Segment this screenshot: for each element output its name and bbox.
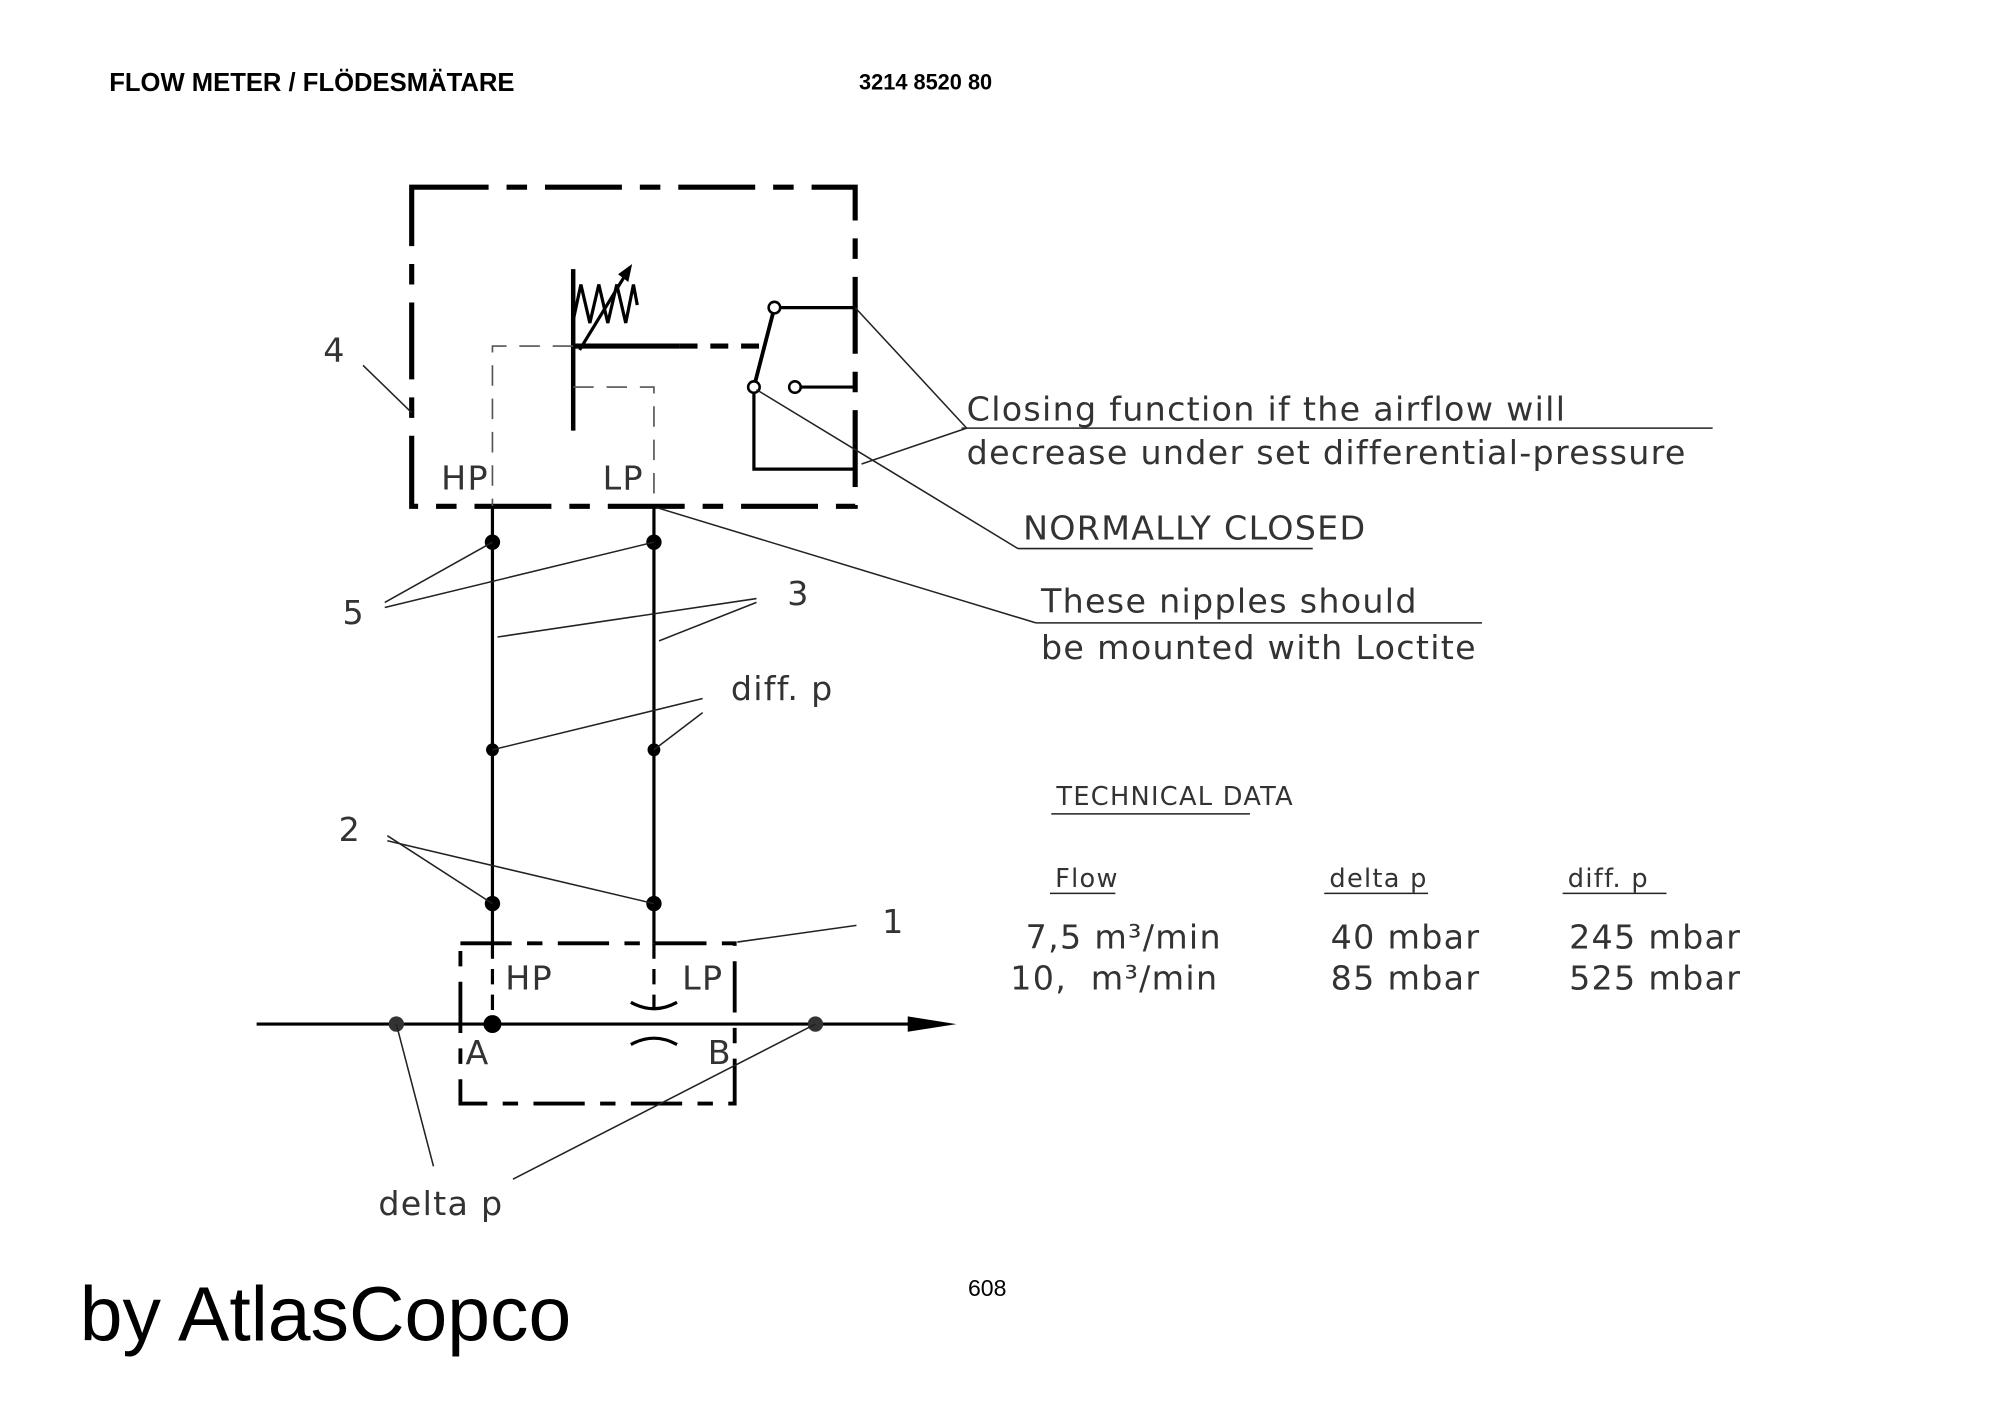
leader-lines [362,307,1713,1180]
header-diff-p: diff. p [1568,864,1649,894]
label-diff-p: diff. p [731,669,834,708]
header-flow: Flow [1055,864,1119,894]
part-number: 3214 8520 80 [859,70,992,95]
technical-data-title: TECHNICAL DATA [1055,782,1294,812]
label-hp-bottom: HP [505,958,553,997]
callout-nipples-1: These nipples should [1040,582,1418,621]
row-1-diff-p: 245 mbar [1569,917,1741,956]
callout-closing-1: Closing function if the airflow will [967,389,1567,428]
pressure-switch-housing [409,184,858,509]
label-item-5: 5 [342,593,364,632]
label-item-2: 2 [339,810,361,849]
row-1-flow: 7,5 m³/min [1026,917,1222,956]
label-port-b: B [708,1033,732,1072]
pressure-lines-internal [491,345,655,507]
label-port-a: A [466,1033,490,1072]
row-2-flow: 10, m³/min [1010,958,1218,997]
switch-contact-symbol [746,300,856,471]
label-delta-p: delta p [378,1184,503,1223]
label-lp-bottom: LP [682,958,723,997]
flow-line [256,1015,957,1034]
technical-data-table: TECHNICAL DATA Flow delta p diff. p 7,5 … [1010,782,1741,998]
row-1-delta-p: 40 mbar [1331,917,1481,956]
header-delta-p: delta p [1329,864,1427,894]
label-item-1: 1 [882,902,904,941]
row-2-delta-p: 85 mbar [1331,958,1481,997]
document-title: FLOW METER / FLÖDESMÄTARE [109,68,514,97]
spring-adjust-symbol [570,264,760,431]
hoses [484,506,662,944]
label-item-3: 3 [787,574,809,613]
label-lp-top: LP [603,459,644,498]
label-hp-top: HP [441,459,489,498]
row-2-diff-p: 525 mbar [1569,958,1741,997]
callout-nipples-2: be mounted with Loctite [1041,628,1477,667]
callout-normally-closed: NORMALLY CLOSED [1023,509,1366,548]
callout-closing-2: decrease under set differential-pressure [967,433,1687,472]
label-item-4: 4 [323,330,345,369]
brand-footer: by AtlasCopco [80,1272,572,1358]
page-number: 608 [968,1275,1006,1301]
